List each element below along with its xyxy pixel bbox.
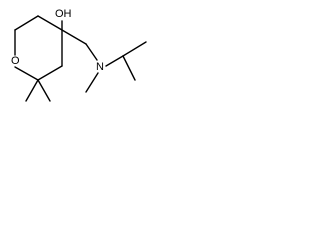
bond-c6-c5 bbox=[37, 65, 63, 81]
bond-c6-methyl-left bbox=[25, 79, 39, 102]
hydroxyl-label: OH bbox=[55, 8, 72, 20]
bond-n-isopropyl bbox=[105, 55, 124, 67]
amine-nitrogen-label: N bbox=[96, 61, 104, 73]
bond-isopropyl-methyl-down bbox=[122, 55, 136, 81]
structure-diagram: OH O N bbox=[11, 8, 147, 102]
bond-c6-methyl-right bbox=[37, 79, 51, 102]
ring-oxygen-label: O bbox=[11, 55, 20, 67]
bond-c4-ch2 bbox=[61, 29, 87, 45]
bond-ch2-n bbox=[85, 43, 98, 61]
bond-c3-c2 bbox=[14, 15, 39, 31]
bond-c4-c3 bbox=[37, 15, 63, 31]
bond-isopropyl-methyl-up bbox=[122, 41, 147, 57]
bond-o1-c6 bbox=[14, 66, 39, 81]
bond-n-methyl bbox=[85, 72, 99, 93]
